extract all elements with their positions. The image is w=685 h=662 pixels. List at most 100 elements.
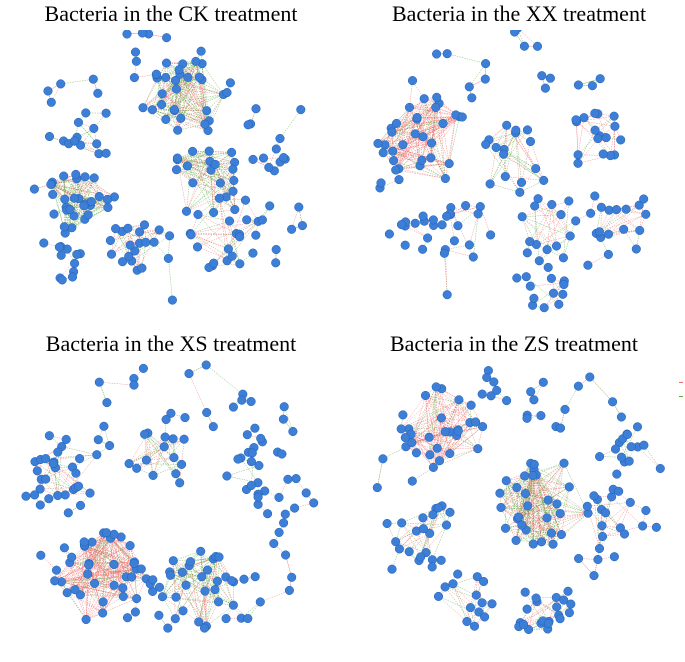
node: [57, 275, 67, 285]
edge: [392, 150, 431, 159]
node: [472, 572, 482, 582]
node: [169, 453, 179, 463]
node: [419, 94, 429, 104]
edge: [188, 565, 207, 627]
edge: [516, 532, 552, 541]
node: [109, 559, 119, 569]
node: [522, 413, 532, 423]
node: [520, 471, 530, 481]
node: [132, 463, 142, 473]
edge: [601, 502, 631, 526]
edge: [526, 276, 559, 305]
node: [655, 463, 665, 474]
node: [555, 423, 566, 433]
edge: [518, 475, 525, 518]
edge: [529, 204, 553, 242]
edge: [161, 94, 224, 105]
node: [453, 221, 463, 231]
edge: [195, 51, 202, 62]
edge: [190, 233, 240, 265]
edge: [85, 574, 88, 620]
node: [426, 153, 436, 163]
edge: [169, 551, 201, 573]
edge: [525, 591, 559, 616]
edge: [190, 198, 220, 235]
edge: [80, 542, 93, 595]
node: [46, 179, 56, 189]
node: [378, 454, 388, 464]
edge: [473, 213, 479, 258]
edge: [128, 438, 185, 464]
edge: [506, 480, 554, 545]
edge: [503, 149, 544, 181]
node: [442, 49, 452, 59]
edge: [561, 486, 570, 535]
edge: [84, 176, 115, 198]
node: [511, 535, 521, 545]
node: [440, 427, 450, 437]
edge: [599, 214, 646, 233]
edge: [55, 467, 76, 488]
node: [44, 494, 54, 504]
node: [521, 272, 531, 282]
nodes-layer: [29, 30, 307, 305]
edge: [393, 116, 463, 161]
node: [129, 380, 139, 390]
node: [526, 387, 536, 397]
node: [398, 140, 408, 150]
node: [594, 543, 605, 554]
edge: [87, 573, 124, 597]
node: [287, 572, 297, 582]
edge: [136, 229, 160, 271]
node: [72, 249, 82, 259]
node: [161, 414, 171, 425]
network-graph-xs: [21, 360, 319, 633]
node: [148, 575, 158, 585]
edge: [177, 110, 207, 131]
node: [202, 407, 212, 418]
node: [106, 249, 117, 259]
node: [427, 562, 437, 572]
node: [515, 187, 525, 197]
node: [473, 444, 483, 454]
node: [30, 490, 40, 500]
node: [394, 544, 404, 554]
node: [44, 131, 55, 142]
node: [63, 508, 73, 518]
edge: [40, 487, 76, 490]
node: [48, 458, 58, 469]
edge: [115, 228, 155, 243]
edge: [176, 150, 210, 170]
node: [477, 598, 487, 608]
edge: [170, 575, 219, 603]
edge: [532, 475, 570, 488]
edge: [110, 538, 127, 577]
edge: [242, 394, 252, 402]
edge: [419, 97, 437, 166]
node: [176, 113, 186, 123]
edge: [436, 97, 456, 116]
edge: [556, 463, 565, 504]
edge: [51, 183, 115, 198]
node: [279, 518, 289, 528]
edge: [201, 63, 224, 95]
node: [171, 469, 181, 479]
edge: [529, 214, 562, 242]
node: [502, 120, 512, 130]
node: [103, 202, 113, 213]
edge: [173, 560, 199, 622]
node: [160, 432, 170, 442]
node: [213, 597, 224, 607]
node: [199, 623, 210, 633]
edge: [515, 503, 558, 541]
node: [208, 422, 218, 432]
node: [486, 391, 496, 401]
edge: [51, 184, 75, 217]
node: [67, 272, 78, 282]
node: [240, 195, 251, 205]
node: [71, 169, 81, 179]
edge: [437, 405, 472, 449]
node: [404, 547, 414, 557]
edge: [546, 204, 553, 250]
edge: [527, 505, 534, 545]
